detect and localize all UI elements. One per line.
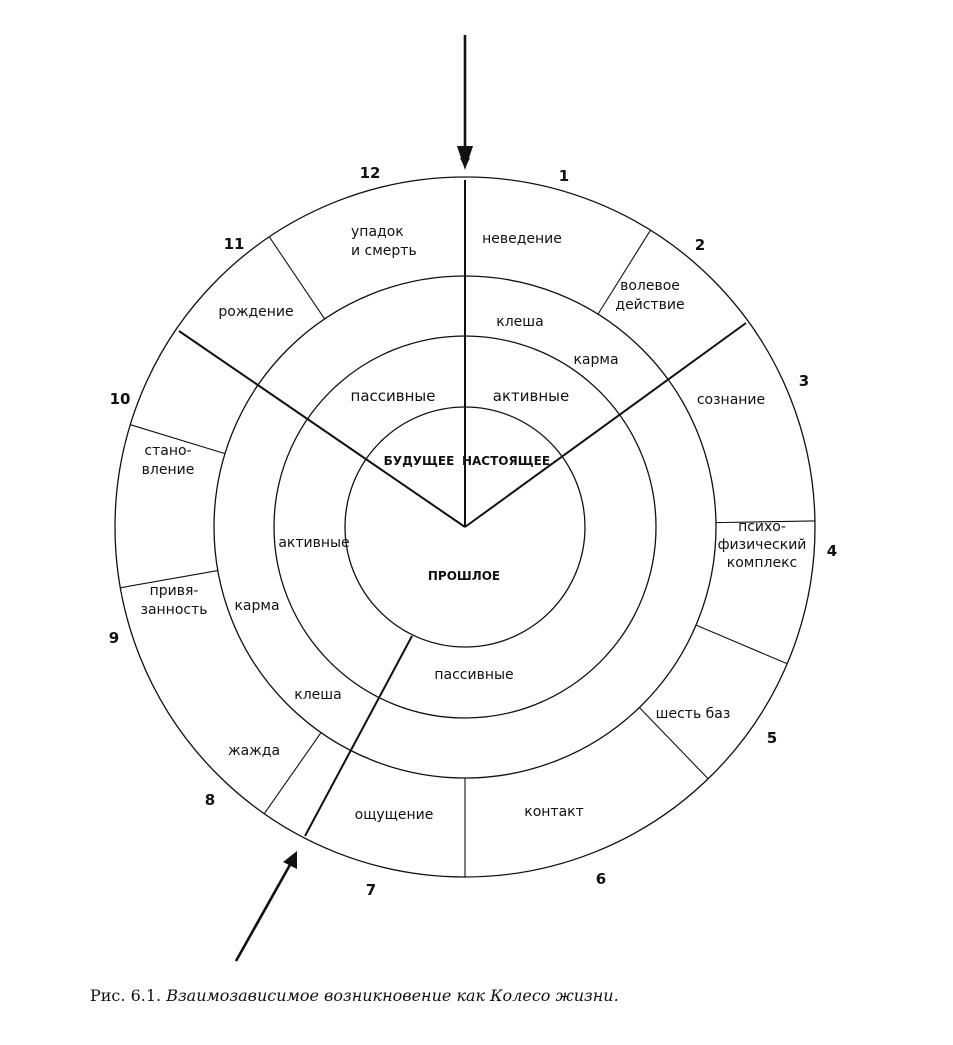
segment-11: рождение 11 [218, 235, 293, 320]
segment-number-1: 1 [559, 167, 569, 185]
segment-divider-6 [263, 732, 322, 815]
segment-number-3: 3 [799, 372, 809, 390]
active-label-top: активные [493, 387, 569, 405]
segment-number-2: 2 [695, 236, 705, 254]
arrowhead-top [457, 146, 473, 170]
karma-label-left: карма [234, 598, 279, 614]
klesha-label-left: клеша [294, 687, 341, 703]
present-label: НАСТОЯЩЕЕ [462, 454, 550, 468]
segment-number-7: 7 [366, 881, 376, 899]
entry-arrow-bottom [234, 862, 293, 962]
caption-title: Взаимозависимое возникновение как Колесо… [166, 986, 619, 1005]
segment-3: сознание 3 [697, 372, 809, 408]
segment-number-6: 6 [596, 870, 606, 888]
segment-9: привя-занность 9 [109, 583, 208, 647]
segment-8: жажда 8 [205, 743, 280, 809]
segment-label-11: рождение [218, 304, 293, 320]
segment-label-10: стано-вление [142, 443, 195, 478]
segment-dividers [120, 229, 815, 877]
segment-number-11: 11 [224, 235, 245, 253]
segment-label-6: контакт [524, 804, 584, 820]
boundary-line-left [178, 330, 466, 528]
karma-label-top: карма [573, 352, 618, 368]
passive-label-bottom: пассивные [434, 667, 513, 683]
past-label: ПРОШЛОЕ [428, 569, 500, 583]
segment-label-1: неведение [482, 231, 562, 247]
segment-7: ощущение 7 [355, 807, 434, 899]
segment-divider-8 [130, 424, 226, 455]
segment-number-10: 10 [110, 390, 131, 408]
segment-label-8: жажда [228, 743, 280, 759]
segment-divider-9 [268, 236, 326, 320]
segment-divider-3 [695, 624, 788, 665]
segment-6: контакт 6 [524, 804, 606, 888]
segment-divider-7 [120, 570, 218, 589]
figure-caption: Рис. 6.1. Взаимозависимое возникновение … [90, 986, 619, 1005]
segment-number-4: 4 [827, 542, 837, 560]
segment-divider-1 [597, 229, 651, 315]
segment-number-12: 12 [360, 164, 381, 182]
segment-label-5: шесть баз [656, 706, 731, 722]
segment-divider-2 [715, 520, 815, 524]
active-label-left: активные [278, 535, 349, 551]
caption-prefix: Рис. 6.1. [90, 986, 162, 1005]
segment-number-8: 8 [205, 791, 215, 809]
segment-divider-4 [638, 707, 709, 780]
segment-number-9: 9 [109, 629, 119, 647]
future-label: БУДУЩЕЕ [384, 454, 455, 468]
passive-label-top: пассивные [351, 387, 436, 405]
arrowhead-bottom [283, 851, 297, 869]
boundary-line-right [464, 322, 747, 528]
segment-label-7: ощущение [355, 807, 434, 823]
segment-number-5: 5 [767, 729, 777, 747]
klesha-label-top: клеша [496, 314, 543, 330]
segment-label-3: сознание [697, 392, 765, 408]
segment-label-9: привя-занность [141, 583, 208, 618]
boundary-line-bottom [304, 635, 413, 837]
segment-1: неведение 1 [482, 167, 569, 247]
segment-10: стано-вление 10 [110, 390, 195, 478]
segment-5: шесть баз 5 [656, 706, 778, 747]
